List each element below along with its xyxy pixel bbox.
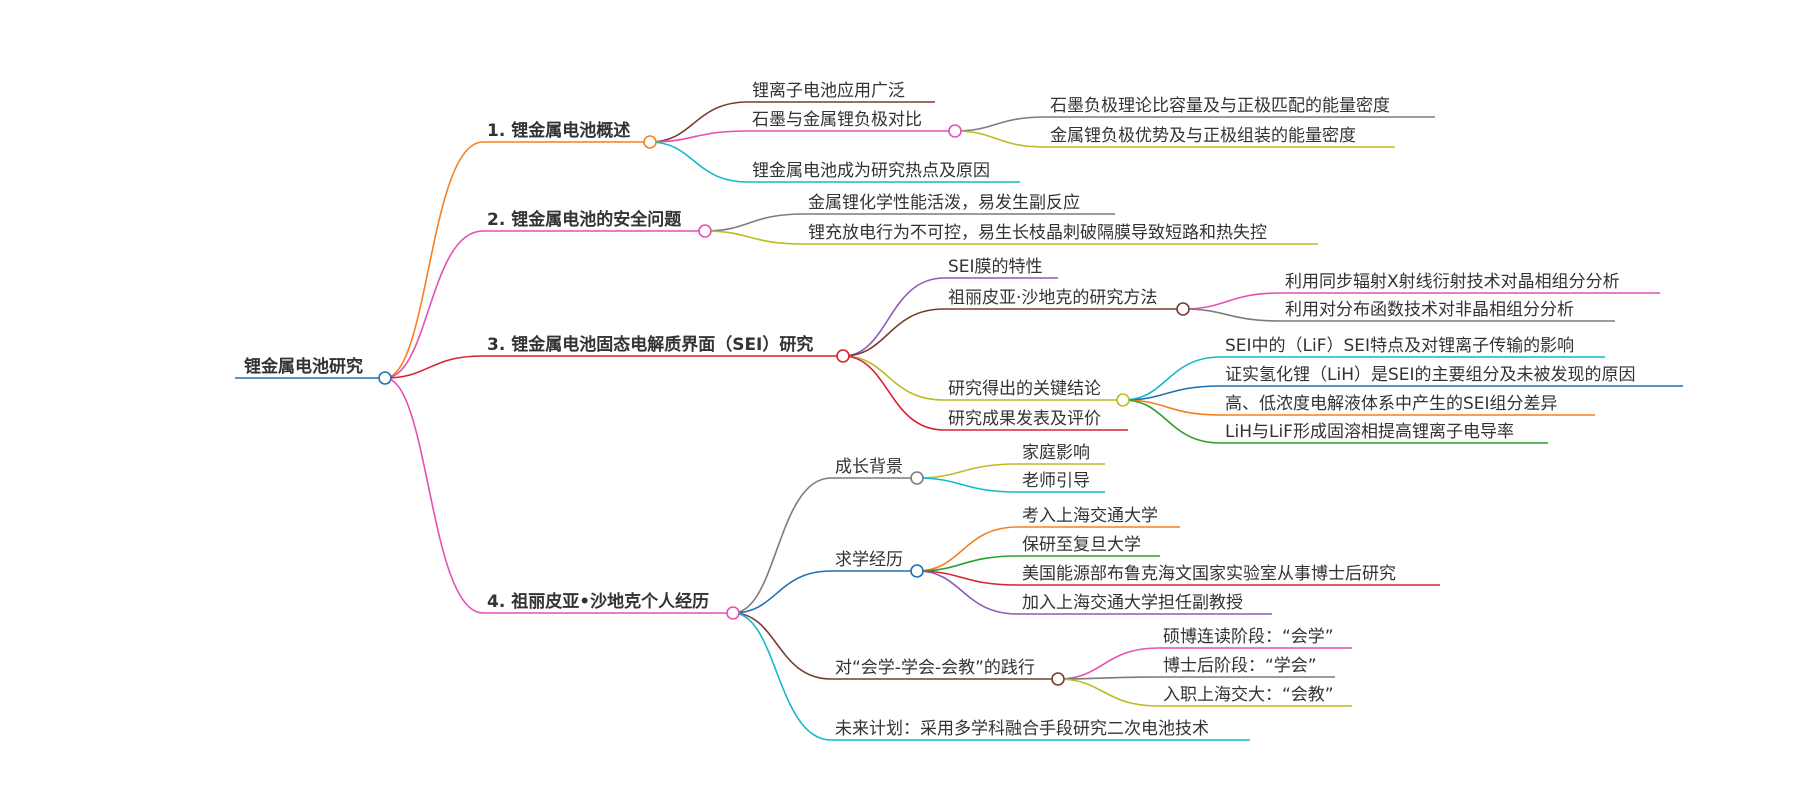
subtopic-label: 美国能源部布鲁克海文国家实验室从事博士后研究 bbox=[1022, 564, 1396, 584]
branch-connector bbox=[1122, 399, 1222, 444]
branch-connector bbox=[732, 612, 832, 741]
subtopic-label: 证实氢化锂（LiH）是SEI的主要组分及未被发现的原因 bbox=[1225, 365, 1636, 385]
branch-connector bbox=[732, 477, 832, 614]
branch-connector bbox=[649, 141, 749, 183]
subtopic-label: 博士后阶段：“学会” bbox=[1163, 656, 1317, 676]
main-topic-label: 2. 锂金属电池的安全问题 bbox=[487, 209, 682, 230]
branch-connector bbox=[1122, 356, 1222, 401]
subtopic-label: 保研至复旦大学 bbox=[1022, 535, 1141, 555]
branch-connector bbox=[704, 230, 805, 245]
subtopic-label: 对“会学-学会-会教”的践行 bbox=[835, 658, 1035, 678]
branch-connector bbox=[916, 526, 1019, 572]
branch-connector bbox=[1182, 292, 1282, 310]
branch-connector bbox=[649, 101, 749, 143]
subtopic-label: 祖丽皮亚·沙地克的研究方法 bbox=[948, 288, 1157, 308]
branch-connector bbox=[916, 463, 1019, 479]
subtopic-label: 石墨与金属锂负极对比 bbox=[752, 110, 922, 130]
branch-connector bbox=[842, 277, 945, 357]
subtopic-label: 利用对分布函数技术对非晶相组分分析 bbox=[1285, 300, 1574, 320]
subtopic-label: SEI膜的特性 bbox=[948, 257, 1043, 277]
collapse-toggle-icon[interactable] bbox=[910, 471, 924, 485]
collapse-toggle-icon[interactable] bbox=[643, 135, 657, 149]
main-topic-label: 1. 锂金属电池概述 bbox=[487, 120, 630, 141]
subtopic-label: 研究成果发表及评价 bbox=[948, 409, 1101, 429]
branch-connector bbox=[732, 570, 832, 614]
branch-connector bbox=[384, 355, 484, 379]
branch-connector bbox=[384, 377, 484, 614]
branch-connector bbox=[1122, 385, 1222, 401]
collapse-toggle-icon[interactable] bbox=[1176, 302, 1190, 316]
root-label: 锂金属电池研究 bbox=[244, 356, 363, 377]
subtopic-label: 硕博连读阶段：“会学” bbox=[1163, 627, 1334, 647]
collapse-toggle-icon[interactable] bbox=[698, 224, 712, 238]
main-topic-label: 3. 锂金属电池固态电解质界面（SEI）研究 bbox=[487, 334, 813, 355]
branch-connector bbox=[1057, 678, 1160, 707]
subtopic-label: 考入上海交通大学 bbox=[1022, 506, 1158, 526]
subtopic-label: LiH与LiF形成固溶相提高锂离子电导率 bbox=[1225, 422, 1514, 442]
collapse-toggle-icon[interactable] bbox=[910, 564, 924, 578]
subtopic-label: 入职上海交大：“会教” bbox=[1163, 685, 1334, 705]
collapse-toggle-icon[interactable] bbox=[726, 606, 740, 620]
subtopic-label: 未来计划：采用多学科融合手段研究二次电池技术 bbox=[835, 719, 1209, 739]
branch-connector bbox=[842, 355, 945, 401]
subtopic-label: 金属锂负极优势及与正极组装的能量密度 bbox=[1050, 126, 1356, 146]
subtopic-label: 锂充放电行为不可控，易生长枝晶刺破隔膜导致短路和热失控 bbox=[808, 223, 1267, 243]
branch-connector bbox=[1057, 647, 1160, 680]
subtopic-label: SEI中的（LiF）SEI特点及对锂离子传输的影响 bbox=[1225, 336, 1574, 356]
branch-connector bbox=[842, 308, 945, 357]
branch-connector bbox=[732, 612, 832, 680]
main-topic-label: 4. 祖丽皮亚•沙地克个人经历 bbox=[487, 591, 709, 612]
collapse-toggle-icon[interactable] bbox=[948, 124, 962, 138]
connector-layer bbox=[384, 101, 1282, 741]
subtopic-label: 研究得出的关键结论 bbox=[948, 379, 1101, 399]
branch-connector bbox=[916, 570, 1019, 615]
subtopic-label: 石墨负极理论比容量及与正极匹配的能量密度 bbox=[1050, 96, 1390, 116]
branch-connector bbox=[649, 130, 749, 143]
subtopic-label: 老师引导 bbox=[1022, 471, 1090, 491]
subtopic-label: 家庭影响 bbox=[1022, 443, 1090, 463]
subtopic-label: 金属锂化学性能活泼，易发生副反应 bbox=[808, 193, 1080, 213]
branch-connector bbox=[916, 555, 1019, 572]
subtopic-label: 加入上海交通大学担任副教授 bbox=[1022, 593, 1243, 613]
branch-connector bbox=[384, 230, 484, 379]
subtopic-label: 锂金属电池成为研究热点及原因 bbox=[752, 161, 990, 181]
branch-connector bbox=[954, 130, 1047, 148]
branch-connector bbox=[1122, 399, 1222, 416]
branch-connector bbox=[384, 141, 484, 379]
subtopic-label: 高、低浓度电解液体系中产生的SEI组分差异 bbox=[1225, 394, 1558, 414]
collapse-toggle-icon[interactable] bbox=[1116, 393, 1130, 407]
branch-connector bbox=[916, 477, 1019, 493]
branch-connector bbox=[916, 570, 1019, 586]
subtopic-label: 求学经历 bbox=[835, 550, 903, 570]
branch-connector bbox=[954, 116, 1047, 132]
collapse-toggle-icon[interactable] bbox=[836, 349, 850, 363]
branch-connector bbox=[704, 213, 805, 232]
subtopic-label: 成长背景 bbox=[835, 457, 903, 477]
branch-connector bbox=[842, 355, 945, 431]
collapse-toggle-icon[interactable] bbox=[1051, 672, 1065, 686]
branch-connector bbox=[1057, 676, 1160, 680]
branch-connector bbox=[1182, 308, 1282, 322]
subtopic-label: 锂离子电池应用广泛 bbox=[752, 81, 905, 101]
collapse-toggle-icon[interactable] bbox=[378, 371, 392, 385]
subtopic-label: 利用同步辐射X射线衍射技术对晶相组分分析 bbox=[1285, 272, 1620, 292]
